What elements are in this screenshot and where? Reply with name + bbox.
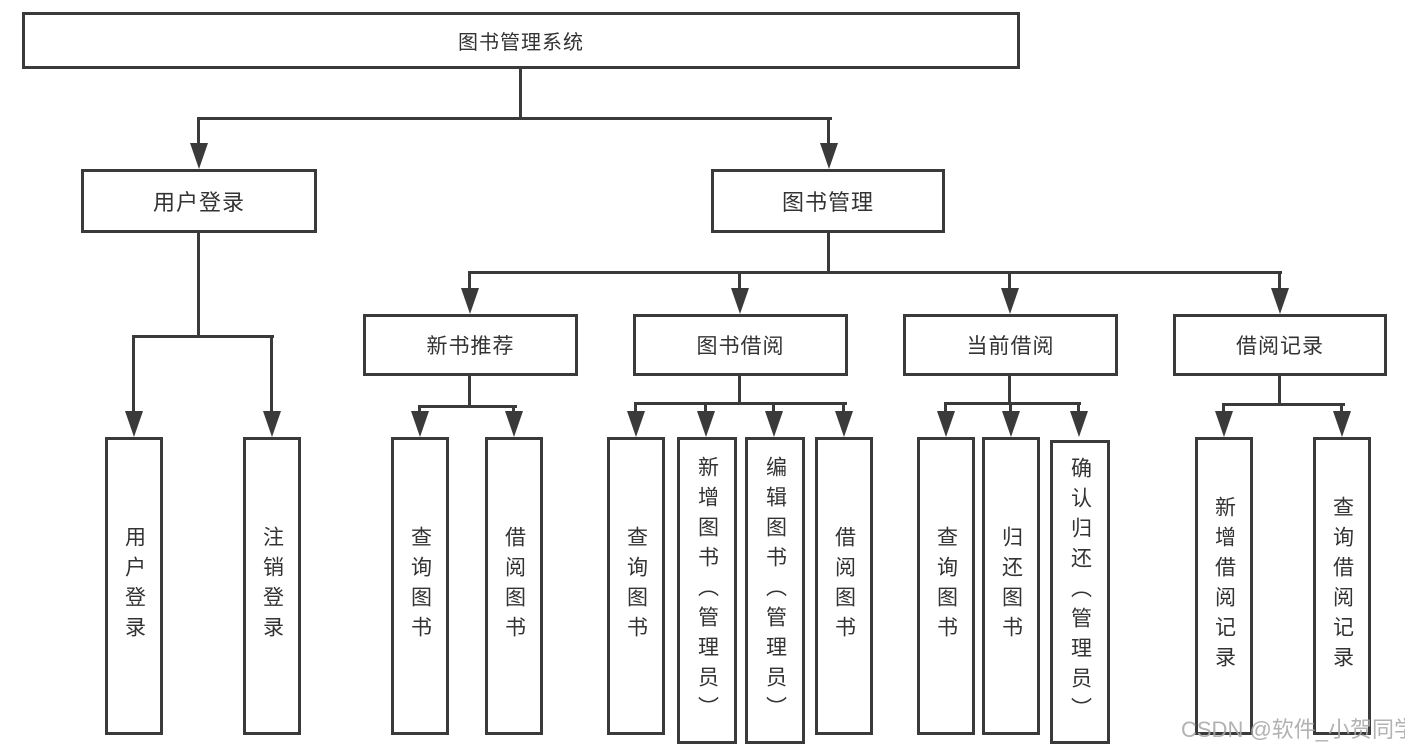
leaf-query-books-recommend: 查询图书 xyxy=(391,437,449,735)
connector-drop-borrow xyxy=(738,271,741,293)
connector-drop-recommend xyxy=(468,271,471,293)
leaf-query-borrow-record-label: 查询借阅记录 xyxy=(1330,496,1354,676)
connector-records-stem xyxy=(1278,376,1281,406)
connector-drop xyxy=(1077,402,1080,414)
arrow-down-icon xyxy=(1070,411,1088,437)
connector-drop xyxy=(1009,402,1012,414)
leaf-query-books-current: 查询图书 xyxy=(917,437,975,735)
connector-login-rail xyxy=(132,335,274,338)
connector-drop xyxy=(842,402,845,414)
csdn-watermark: CSDN @软件_小贺同学 xyxy=(1181,717,1405,742)
leaf-confirm-return-admin-label: 确认归还（管理员） xyxy=(1068,457,1092,727)
connector-drop xyxy=(1340,403,1343,414)
connector-drop xyxy=(704,402,707,414)
connector-drop xyxy=(944,402,947,414)
leaf-edit-books-admin: 编辑图书（管理员） xyxy=(745,437,805,744)
arrow-down-icon xyxy=(461,288,479,314)
arrow-down-icon xyxy=(835,411,853,437)
node-root: 图书管理系统 xyxy=(22,12,1020,69)
connector-borrow-stem xyxy=(738,376,741,405)
node-borrow-records: 借阅记录 xyxy=(1173,314,1387,376)
connector-drop xyxy=(772,402,775,414)
node-new-book-recommend: 新书推荐 xyxy=(363,314,578,376)
connector-login-stem xyxy=(197,233,200,338)
connector-level3-rail xyxy=(468,271,1282,274)
leaf-add-books-admin: 新增图书（管理员） xyxy=(677,437,737,744)
connector-level2-rail xyxy=(197,117,832,120)
leaf-confirm-return-admin: 确认归还（管理员） xyxy=(1050,440,1110,744)
connector-drop-current xyxy=(1008,271,1011,293)
arrow-down-icon xyxy=(263,411,281,437)
connector-drop xyxy=(418,405,421,414)
arrow-down-icon xyxy=(505,411,523,437)
leaf-add-borrow-record-label: 新增借阅记录 xyxy=(1212,496,1236,676)
arrow-down-icon xyxy=(820,143,838,169)
arrow-down-icon xyxy=(627,411,645,437)
arrow-down-icon xyxy=(190,143,208,169)
connector-borrow-rail xyxy=(634,402,847,405)
node-book-borrow: 图书借阅 xyxy=(633,314,848,376)
leaf-logout-label: 注销登录 xyxy=(260,526,284,646)
connector-management-stem xyxy=(827,233,830,274)
leaf-user-login: 用户登录 xyxy=(105,437,163,735)
arrow-down-icon xyxy=(937,411,955,437)
connector-drop-leaf-login xyxy=(132,335,135,414)
leaf-query-books-recommend-label: 查询图书 xyxy=(408,526,432,646)
arrow-down-icon xyxy=(731,288,749,314)
leaf-query-books-current-label: 查询图书 xyxy=(934,526,958,646)
leaf-borrow-books-recommend: 借阅图书 xyxy=(485,437,543,735)
leaf-borrow-books-recommend-label: 借阅图书 xyxy=(502,526,526,646)
connector-root-stem xyxy=(519,69,522,120)
leaf-add-books-admin-label: 新增图书（管理员） xyxy=(695,455,719,726)
leaf-return-books-label: 归还图书 xyxy=(999,526,1023,646)
arrow-down-icon xyxy=(1002,411,1020,437)
leaf-borrow-books-label: 借阅图书 xyxy=(832,526,856,646)
arrow-down-icon xyxy=(125,411,143,437)
connector-drop xyxy=(634,402,637,414)
connector-drop xyxy=(1222,403,1225,414)
leaf-query-books-borrow: 查询图书 xyxy=(607,437,665,735)
connector-current-rail xyxy=(944,402,1081,405)
leaf-return-books: 归还图书 xyxy=(982,437,1040,735)
arrow-down-icon xyxy=(1001,288,1019,314)
arrow-down-icon xyxy=(1333,411,1351,437)
connector-drop xyxy=(512,405,515,414)
node-current-borrow: 当前借阅 xyxy=(903,314,1118,376)
leaf-borrow-books: 借阅图书 xyxy=(815,437,873,735)
arrow-down-icon xyxy=(1215,411,1233,437)
connector-records-rail xyxy=(1222,403,1345,406)
leaf-add-borrow-record: 新增借阅记录 xyxy=(1195,437,1253,735)
leaf-edit-books-admin-label: 编辑图书（管理员） xyxy=(763,455,787,726)
leaf-query-books-borrow-label: 查询图书 xyxy=(624,526,648,646)
connector-drop-user-login xyxy=(197,117,200,147)
leaf-user-login-label: 用户登录 xyxy=(122,526,146,646)
connector-recommend-stem xyxy=(468,376,471,408)
arrow-down-icon xyxy=(697,411,715,437)
connector-drop-book-management xyxy=(827,117,830,147)
connector-drop-leaf-logout xyxy=(270,335,273,414)
connector-recommend-rail xyxy=(418,405,517,408)
connector-current-stem xyxy=(1008,376,1011,405)
arrow-down-icon xyxy=(1271,288,1289,314)
leaf-logout: 注销登录 xyxy=(243,437,301,735)
arrow-down-icon xyxy=(411,411,429,437)
node-user-login: 用户登录 xyxy=(81,169,317,233)
leaf-query-borrow-record: 查询借阅记录 xyxy=(1313,437,1371,735)
connector-drop-records xyxy=(1278,271,1281,293)
arrow-down-icon xyxy=(765,411,783,437)
node-book-management: 图书管理 xyxy=(711,169,945,233)
